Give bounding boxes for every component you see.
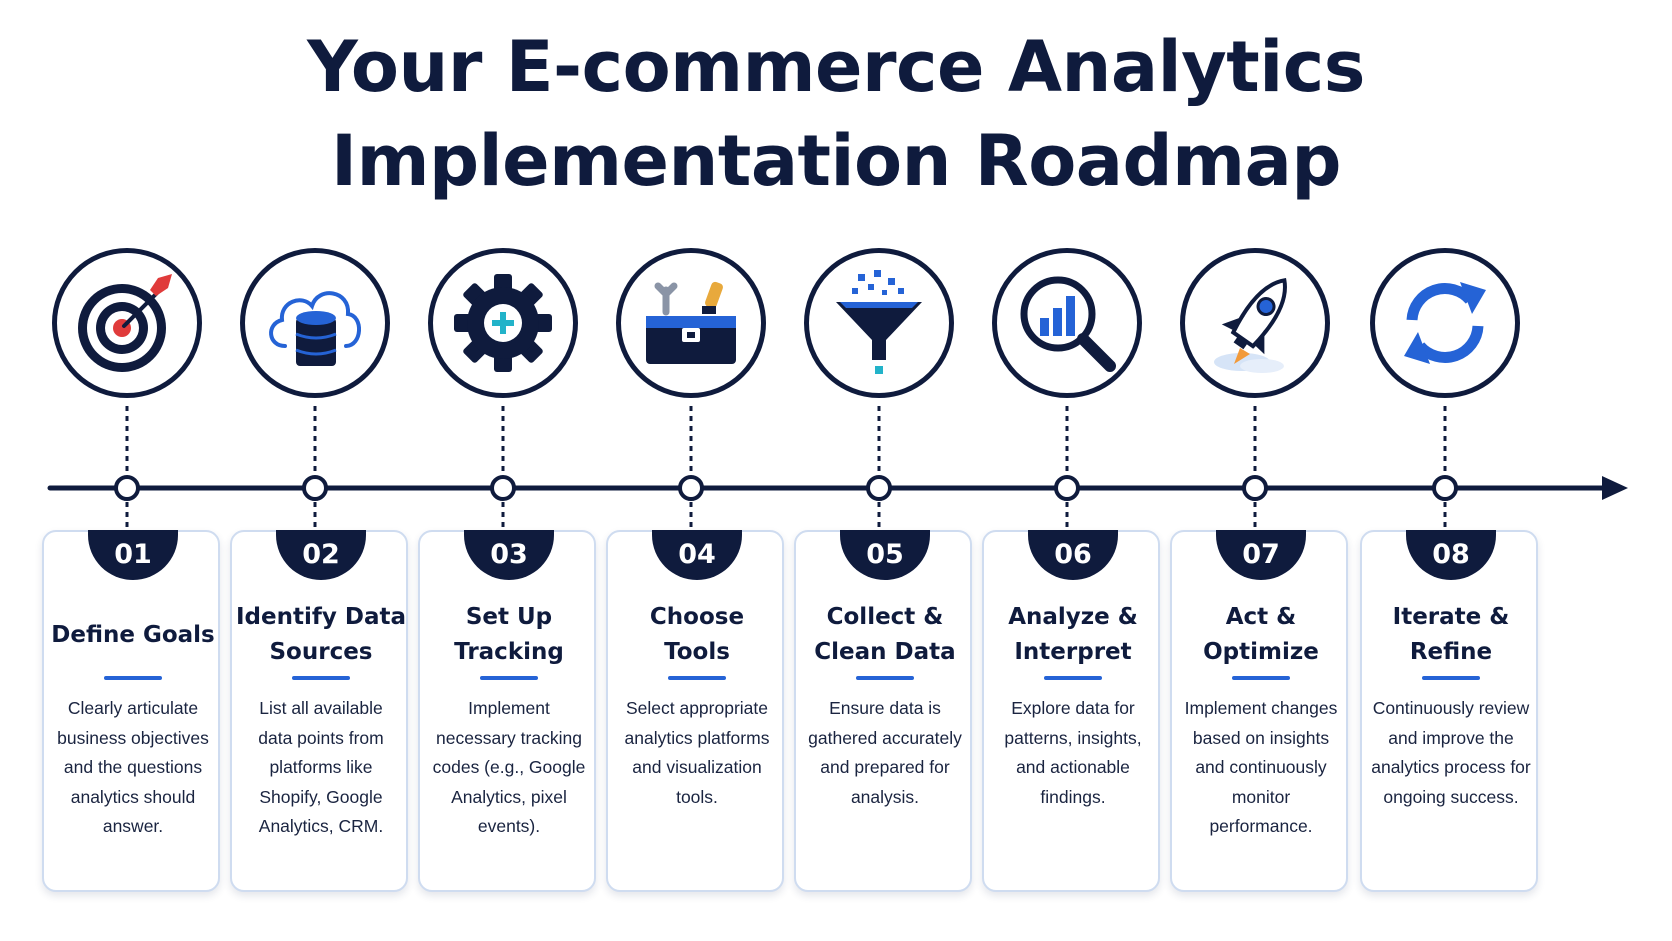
step-title-line: Tracking [454,639,564,665]
timeline-node [302,475,328,501]
rocket-icon [1214,277,1287,373]
roadmap-step-06: 06 Analyze & Interpret Explore data for p… [982,0,1162,941]
step-icon-circle [1370,248,1520,398]
step-title-line: Interpret [1014,639,1132,665]
magnifier-chart-icon [1020,276,1116,372]
step-number-badge: 08 [1406,530,1496,580]
step-icon-circle [1180,248,1330,398]
step-title: Define Goals [48,594,218,676]
step-card: 08 Iterate & Refine Continuously review a… [1360,530,1538,892]
step-title: Act & Optimize [1176,594,1346,676]
step-description: Clearly articulate business objectives a… [57,698,209,836]
title-underline [1044,676,1102,680]
step-icon-circle [992,248,1142,398]
step-title-line: Optimize [1203,639,1319,665]
timeline-node [1054,475,1080,501]
step-title-line: Iterate & [1392,604,1510,630]
step-description: Implement changes based on insights and … [1184,698,1338,836]
step-title: Collect & Clean Data [800,594,970,676]
step-icon-circle [52,248,202,398]
step-number-badge: 07 [1216,530,1306,580]
target-icon [78,274,172,372]
title-line-2: Implementation Roadmap [331,120,1341,202]
step-card: 03 Set Up Tracking Implement necessary tr… [418,530,596,892]
step-number-badge: 05 [840,530,930,580]
roadmap-step-01: 01 Define Goals Clearly articulate busin… [42,0,222,941]
step-title: Iterate & Refine [1366,594,1536,676]
step-title-line: Set Up [465,604,553,630]
title-underline [480,676,538,680]
title-line-1: Your E-commerce Analytics [307,26,1365,108]
step-description: Implement necessary tracking codes (e.g.… [432,698,586,836]
step-title: Set Up Tracking [424,594,594,676]
step-card: 07 Act & Optimize Implement changes based… [1170,530,1348,892]
title-underline [668,676,726,680]
step-card: 01 Define Goals Clearly articulate busin… [42,530,220,892]
page-title: Your E-commerce Analytics Implementation… [0,20,1672,208]
step-icon-circle [804,248,954,398]
title-underline [1232,676,1290,680]
roadmap-step-07: 07 Act & Optimize Implement changes based… [1170,0,1350,941]
title-underline [292,676,350,680]
title-underline [104,676,162,680]
step-icon-circle [428,248,578,398]
step-title-line: Refine [1409,639,1493,665]
step-title-line: Choose [649,604,745,630]
cloud-database-icon [269,291,361,366]
timeline-node [678,475,704,501]
step-description: Explore data for patterns, insights, and… [1004,698,1142,807]
step-title-line: Define Goals [51,621,215,648]
step-description: Select appropriate analytics platforms a… [624,698,770,807]
roadmap-step-08: 08 Iterate & Refine Continuously review a… [1360,0,1540,941]
step-number-badge: 01 [88,530,178,580]
step-description: List all available data points from plat… [258,698,384,836]
step-title: Analyze & Interpret [988,594,1158,676]
step-title-line: Sources [269,639,373,665]
step-title-line: Act & [1225,604,1297,630]
refresh-cycle-icon [1404,282,1486,364]
timeline-node [1242,475,1268,501]
step-title-line: Collect & [826,604,944,630]
timeline-node [866,475,892,501]
step-number-badge: 02 [276,530,366,580]
gear-plus-icon [454,274,552,372]
timeline-node [490,475,516,501]
roadmap-step-05: 05 Collect & Clean Data Ensure data is ga… [794,0,974,941]
title-underline [1422,676,1480,680]
step-title-line: Tools [664,639,730,665]
step-description: Continuously review and improve the anal… [1371,698,1531,807]
timeline-arrowhead [1602,476,1628,500]
funnel-icon [836,270,922,374]
roadmap-step-03: 03 Set Up Tracking Implement necessary tr… [418,0,598,941]
step-card: 06 Analyze & Interpret Explore data for p… [982,530,1160,892]
timeline-node [114,475,140,501]
timeline-node [1432,475,1458,501]
step-title-line: Analyze & [1008,604,1138,630]
step-title-line: Identify Data [236,604,407,630]
step-number-badge: 03 [464,530,554,580]
title-underline [856,676,914,680]
step-number-badge: 04 [652,530,742,580]
step-description: Ensure data is gathered accurately and p… [808,698,962,807]
step-title-line: Clean Data [814,639,956,665]
step-number-badge: 06 [1028,530,1118,580]
step-icon-circle [240,248,390,398]
toolbox-icon [646,281,736,364]
step-card: 05 Collect & Clean Data Ensure data is ga… [794,530,972,892]
step-icon-circle [616,248,766,398]
